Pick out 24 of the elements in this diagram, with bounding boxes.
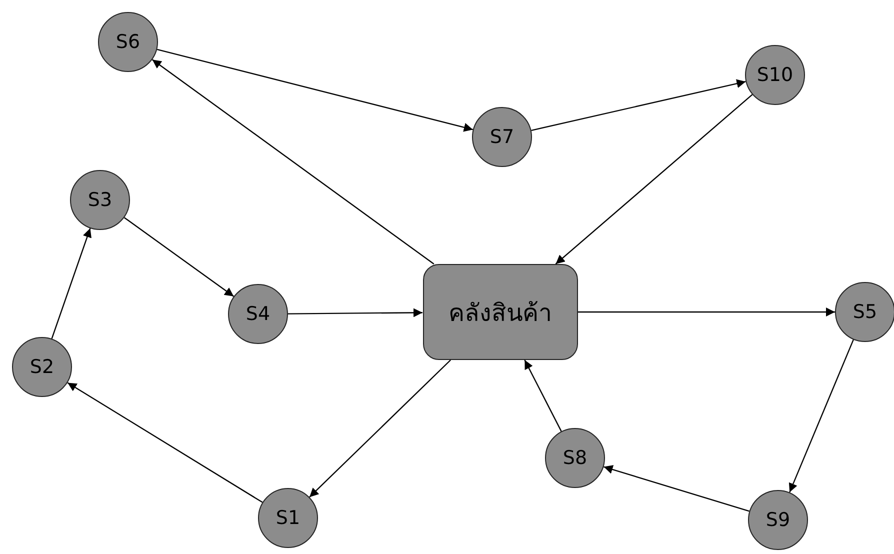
arrow [51, 228, 92, 339]
station-circle: S9 [748, 490, 808, 550]
arrow [309, 360, 452, 498]
station-circle: S8 [545, 428, 605, 488]
arrow [124, 217, 234, 297]
arrow [156, 48, 474, 132]
warehouse-box: คลังสินค้า [422, 264, 578, 360]
station-circle: S5 [835, 282, 894, 342]
station-circle: S7 [472, 107, 532, 167]
arrow [604, 465, 750, 512]
station-circle: S3 [70, 170, 130, 230]
arrow [67, 382, 263, 503]
arrow [788, 339, 854, 493]
station-circle: S6 [98, 12, 158, 72]
arrow [524, 360, 562, 432]
arrow [288, 308, 422, 318]
station-circle: S10 [745, 45, 805, 105]
station-circle: S1 [258, 488, 318, 548]
arrow [531, 79, 746, 131]
station-circle: S4 [228, 284, 288, 344]
arrow [578, 308, 835, 316]
arrow [555, 94, 753, 264]
arrow [152, 59, 434, 264]
station-circle: S2 [12, 337, 72, 397]
